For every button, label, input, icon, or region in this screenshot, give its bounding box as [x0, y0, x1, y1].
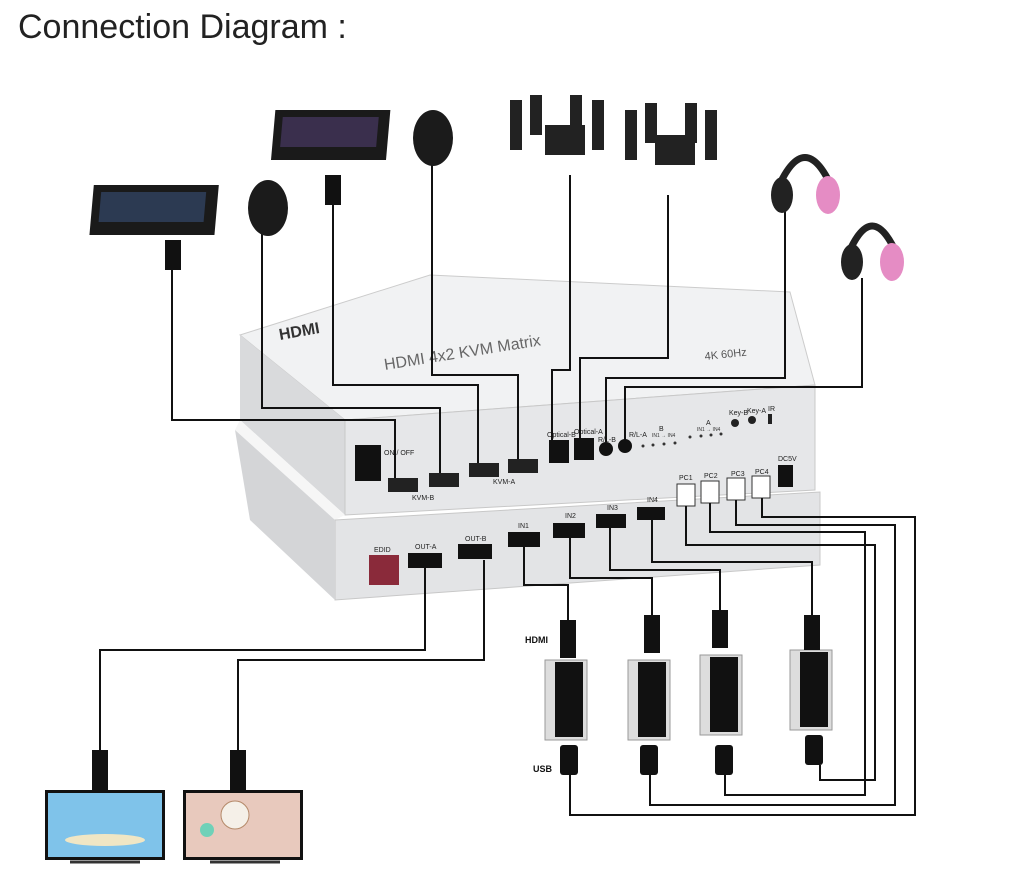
out-a-port[interactable] — [408, 553, 442, 568]
cables — [99, 165, 916, 816]
in1-label: IN1 — [518, 523, 529, 530]
hdmi-plug-pc4 — [804, 615, 820, 650]
pc4-port[interactable] — [751, 475, 771, 499]
status-leds — [641, 432, 723, 448]
speaker-system-b — [510, 95, 604, 155]
usb-port-kvm-a-2[interactable] — [508, 459, 538, 473]
key-a-label: Key-A — [747, 408, 766, 415]
usb-plug-pc3 — [715, 745, 733, 775]
pc1-label: PC1 — [679, 475, 693, 482]
usb-plug-pc2 — [640, 745, 658, 775]
dc-jack[interactable] — [778, 465, 793, 487]
led-a-range: IN1 → IN4 — [697, 427, 721, 433]
in3-label: IN3 — [607, 505, 618, 512]
usb-port-kvm-b-2[interactable] — [429, 473, 459, 487]
in3-port[interactable] — [596, 514, 626, 528]
pc2-label: PC2 — [704, 473, 718, 480]
ir-label: IR — [768, 406, 775, 413]
ir-sensor — [768, 414, 772, 424]
usb-plug-pc4 — [805, 735, 823, 765]
in2-port[interactable] — [553, 523, 585, 538]
out-b-label: OUT-B — [465, 536, 487, 543]
mouse-a — [413, 110, 453, 166]
usb-label: USB — [533, 764, 553, 774]
pc3-label: PC3 — [731, 471, 745, 478]
optical-a-port[interactable] — [574, 438, 594, 460]
optical-b-port[interactable] — [549, 440, 569, 463]
hdmi-plug-tv-b — [230, 750, 246, 790]
in1-port[interactable] — [508, 532, 540, 547]
device-resolution: 4K 60Hz — [704, 347, 747, 363]
pc-3 — [699, 654, 743, 736]
edid-label: EDID — [374, 547, 391, 554]
key-a-button[interactable] — [748, 416, 756, 424]
pc-2 — [627, 659, 671, 741]
hdmi-plug-pc1 — [560, 620, 576, 658]
optical-a-label: Optical-A — [574, 429, 603, 436]
in4-port[interactable] — [637, 507, 665, 520]
headphones-a — [841, 222, 904, 281]
hdmi-plug-tv-a — [92, 750, 108, 790]
power-switch[interactable] — [355, 445, 381, 481]
usb-port-kvm-b-1[interactable] — [388, 478, 418, 492]
kvm-b-label: KVM-B — [412, 495, 435, 502]
pc-1 — [544, 659, 588, 741]
rl-a-label: R/L-A — [629, 432, 647, 439]
kvm-a-label: KVM-A — [493, 479, 516, 486]
speaker-system-a — [625, 103, 717, 165]
dc-label: DC5V — [778, 456, 797, 463]
pc2-port[interactable] — [700, 480, 720, 504]
hdmi-logo: HDMI — [278, 320, 321, 344]
out-b-port[interactable] — [458, 544, 492, 559]
pc4-label: PC4 — [755, 469, 769, 476]
power-label: ON / OFF — [384, 450, 414, 457]
diagram-title: Connection Diagram : — [18, 8, 347, 46]
mouse-b — [248, 180, 288, 236]
led-b-range: IN1 → IN4 — [652, 433, 676, 439]
rl-b-jack[interactable] — [599, 442, 613, 456]
pc3-port[interactable] — [726, 477, 746, 501]
optical-b-label: Optical-B — [547, 432, 576, 439]
display-a — [45, 790, 165, 864]
usb-port-kvm-a-1[interactable] — [469, 463, 499, 477]
out-a-label: OUT-A — [415, 544, 437, 551]
led-b-label: B — [659, 426, 664, 433]
rl-b-label: R/L-B — [598, 437, 616, 444]
in2-label: IN2 — [565, 513, 576, 520]
pc-4 — [789, 649, 833, 731]
keyboard-b — [89, 185, 219, 235]
rl-a-jack[interactable] — [618, 439, 632, 453]
kvm-matrix-device: HDMI HDMI 4x2 KVM Matrix 4K 60Hz ON / OF… — [235, 274, 821, 601]
usb-plug-pc1 — [560, 745, 578, 775]
in4-label: IN4 — [647, 497, 658, 504]
key-b-label: Key-B — [729, 410, 748, 417]
hdmi-label: HDMI — [525, 635, 548, 645]
pc1-port[interactable] — [676, 483, 696, 507]
key-b-button[interactable] — [731, 419, 739, 427]
keyboard-a — [271, 110, 391, 160]
display-b — [183, 790, 303, 864]
usb-plug-keyboard-a — [325, 175, 341, 205]
hdmi-plug-pc2 — [644, 615, 660, 653]
usb-plug-keyboard-b — [165, 240, 181, 270]
hdmi-plug-pc3 — [712, 610, 728, 648]
led-a-label: A — [706, 420, 711, 427]
headphones-b — [771, 154, 840, 214]
edid-switch[interactable] — [369, 555, 399, 585]
